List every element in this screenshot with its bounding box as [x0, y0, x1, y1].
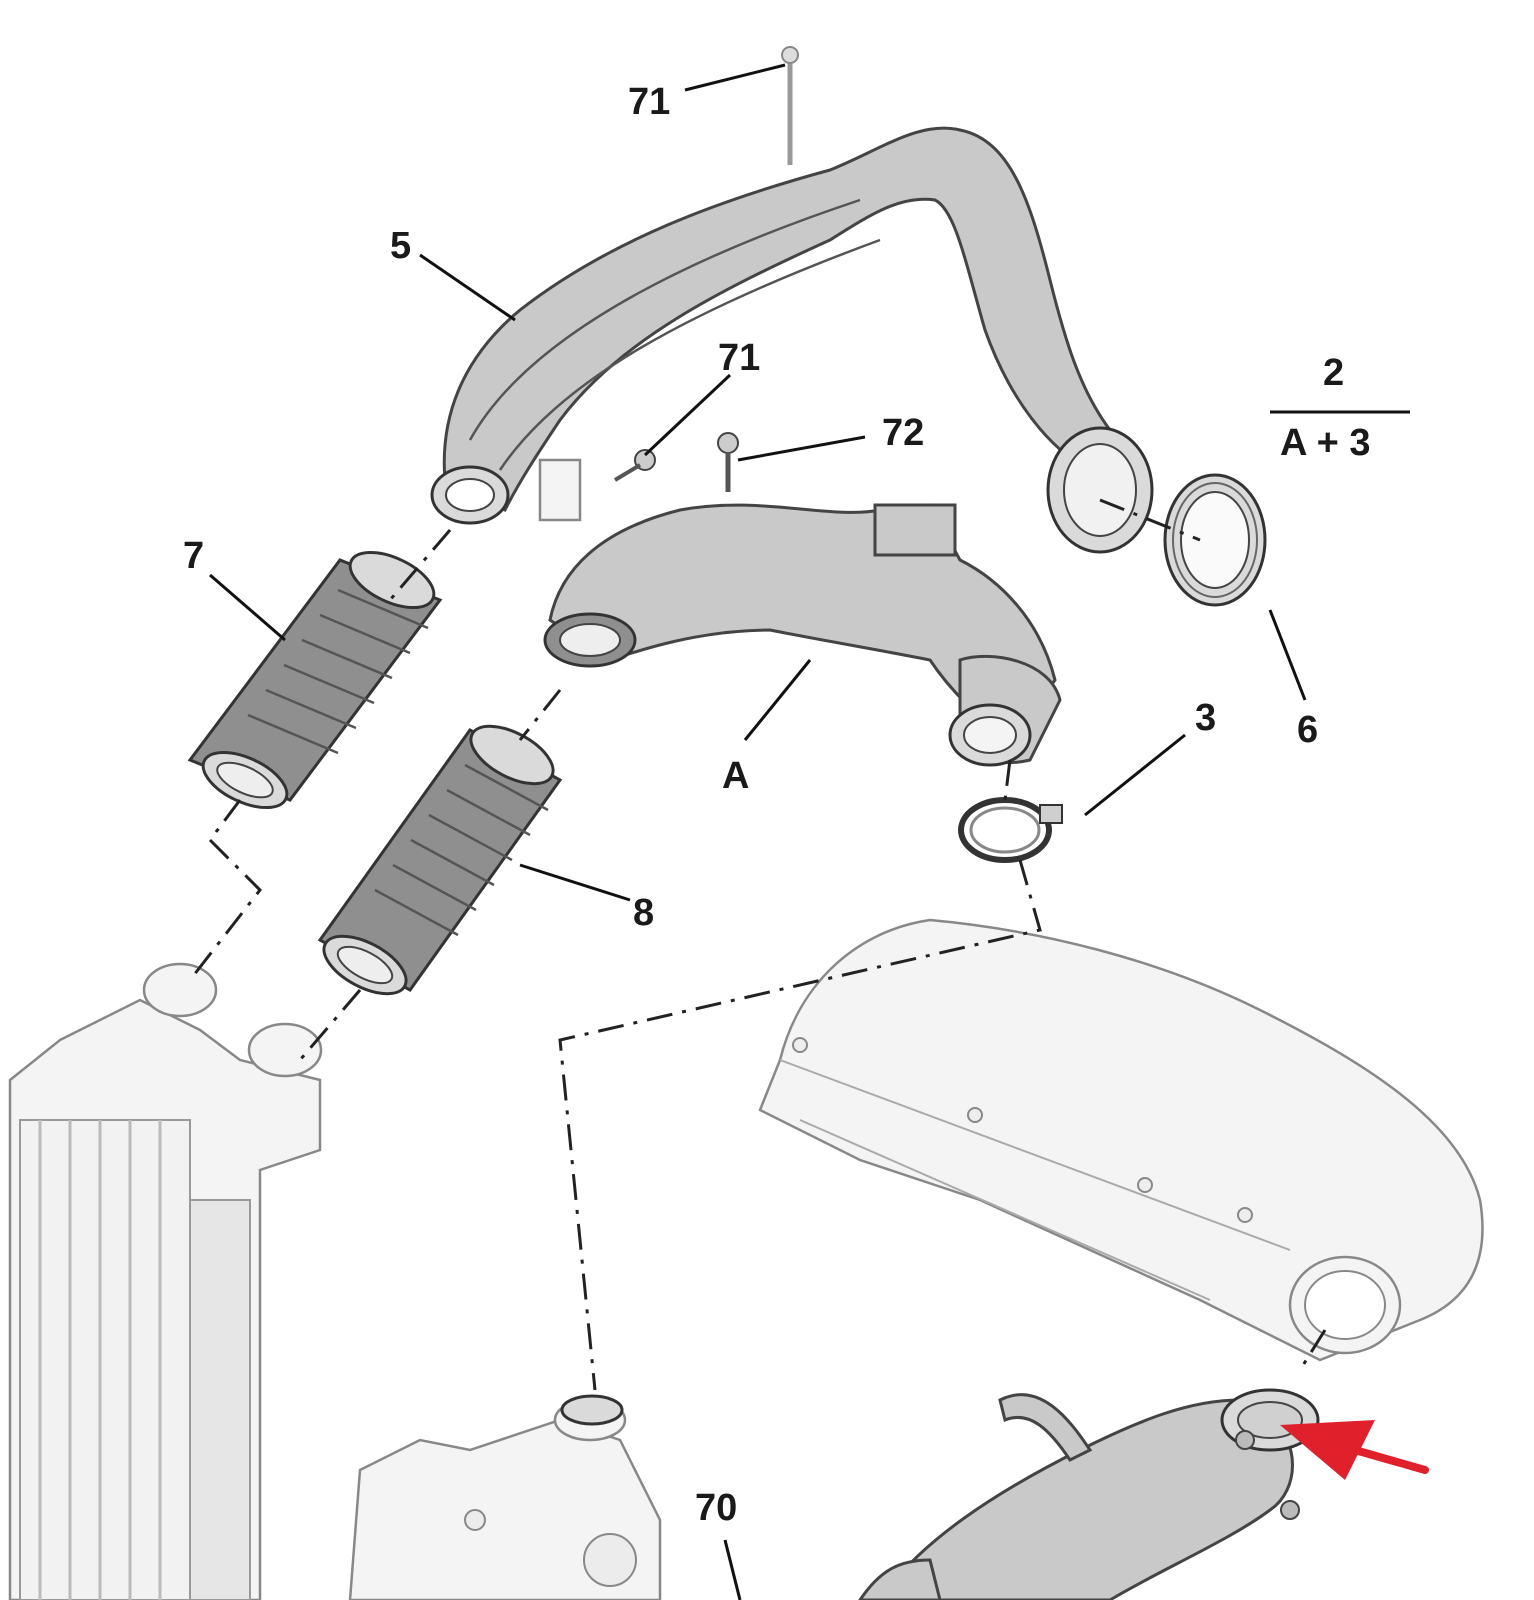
intercooler — [8, 962, 323, 1600]
bolt-72 — [717, 432, 739, 492]
callout-2: 2 — [1323, 352, 1344, 394]
bolt-71-top — [781, 46, 799, 165]
callout-8: 8 — [633, 892, 654, 934]
callout-71-top: 71 — [628, 81, 670, 123]
part-6-seal-ring — [1163, 473, 1267, 607]
part-7-bellows-hose — [187, 550, 443, 810]
callout-A-plus-3: A + 3 — [1280, 422, 1370, 464]
part-3-clamp — [958, 797, 1063, 863]
callout-71-mid: 71 — [718, 337, 760, 379]
callout-5: 5 — [390, 225, 411, 267]
callout-70: 70 — [695, 1487, 737, 1529]
callout-7: 7 — [183, 535, 204, 577]
callout-A: A — [722, 755, 749, 797]
turbocharger — [348, 1394, 662, 1600]
red-arrow-icon — [1280, 1420, 1429, 1480]
part-A-middle-duct — [543, 503, 1062, 767]
callout-6: 6 — [1297, 709, 1318, 751]
bolt-71-mid — [613, 449, 656, 482]
callout-72: 72 — [882, 412, 924, 454]
air-filter-box — [758, 918, 1484, 1362]
leader-lines — [209, 63, 1410, 1600]
part-5-upper-pipe — [430, 126, 1154, 554]
assembly-lines — [188, 498, 1327, 1391]
callout-labels: 71 5 71 72 2 A + 3 7 A 3 6 8 70 — [183, 81, 1370, 1529]
callout-3: 3 — [1195, 697, 1216, 739]
part-70-lower-pipe — [858, 1388, 1320, 1600]
part-8-bellows-hose — [317, 724, 563, 996]
